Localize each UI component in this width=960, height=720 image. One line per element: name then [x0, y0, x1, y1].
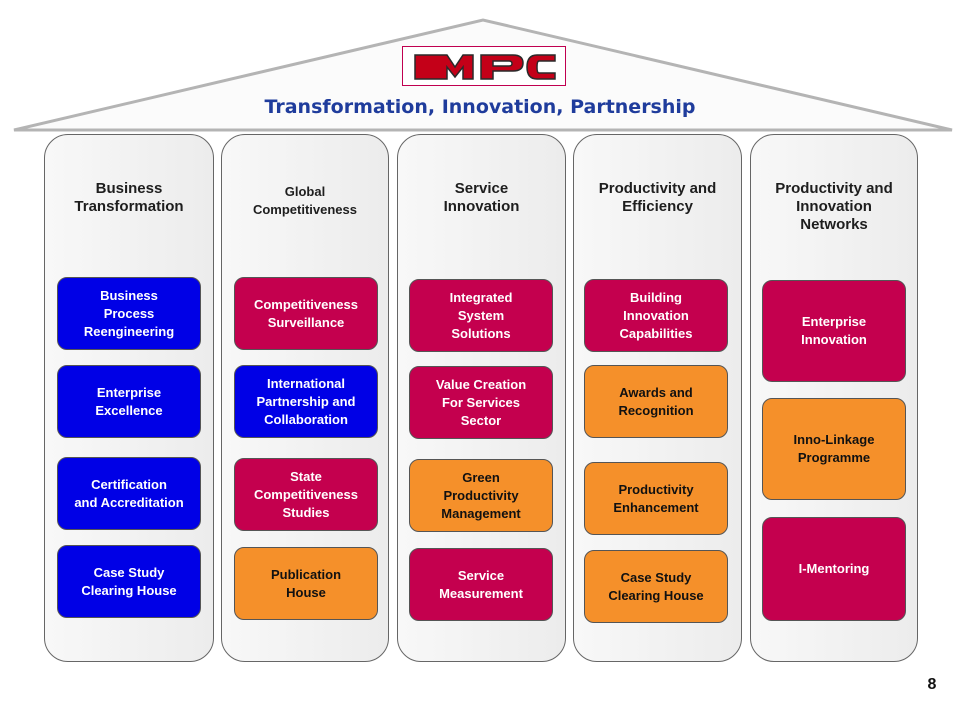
program-box: International Partnership and Collaborat… — [234, 365, 378, 438]
pillar-title: Productivity and Efficiency — [598, 180, 717, 215]
program-box: Value Creation For Services Sector — [409, 366, 553, 439]
program-box: Enterprise Excellence — [57, 365, 201, 438]
program-box: Competitiveness Surveillance — [234, 277, 378, 350]
program-box: Case Study Clearing House — [57, 545, 201, 618]
program-box: Productivity Enhancement — [584, 462, 728, 535]
program-box: State Competitiveness Studies — [234, 458, 378, 531]
pillar-title: Service Innovation — [443, 180, 520, 215]
program-box: Integrated System Solutions — [409, 279, 553, 352]
program-box: Inno-Linkage Programme — [762, 398, 906, 500]
program-box: Green Productivity Management — [409, 459, 553, 532]
pillar-title: Business Transformation — [74, 180, 184, 215]
program-box: Service Measurement — [409, 548, 553, 621]
mpc-logo — [402, 46, 566, 86]
page-number: 8 — [927, 676, 937, 693]
pillar-title: Global Competitiveness — [252, 184, 358, 217]
program-box: Awards and Recognition — [584, 365, 728, 438]
program-box: I-Mentoring — [762, 517, 906, 621]
program-box: Business Process Reengineering — [57, 277, 201, 350]
program-box: Enterprise Innovation — [762, 280, 906, 382]
program-box: Case Study Clearing House — [584, 550, 728, 623]
program-box: Publication House — [234, 547, 378, 620]
program-box: Building Innovation Capabilities — [584, 279, 728, 352]
tagline: Transformation, Innovation, Partnership — [264, 96, 696, 118]
program-box: Certification and Accreditation — [57, 457, 201, 530]
pillar-title: Productivity and Innovation Networks — [775, 180, 893, 233]
